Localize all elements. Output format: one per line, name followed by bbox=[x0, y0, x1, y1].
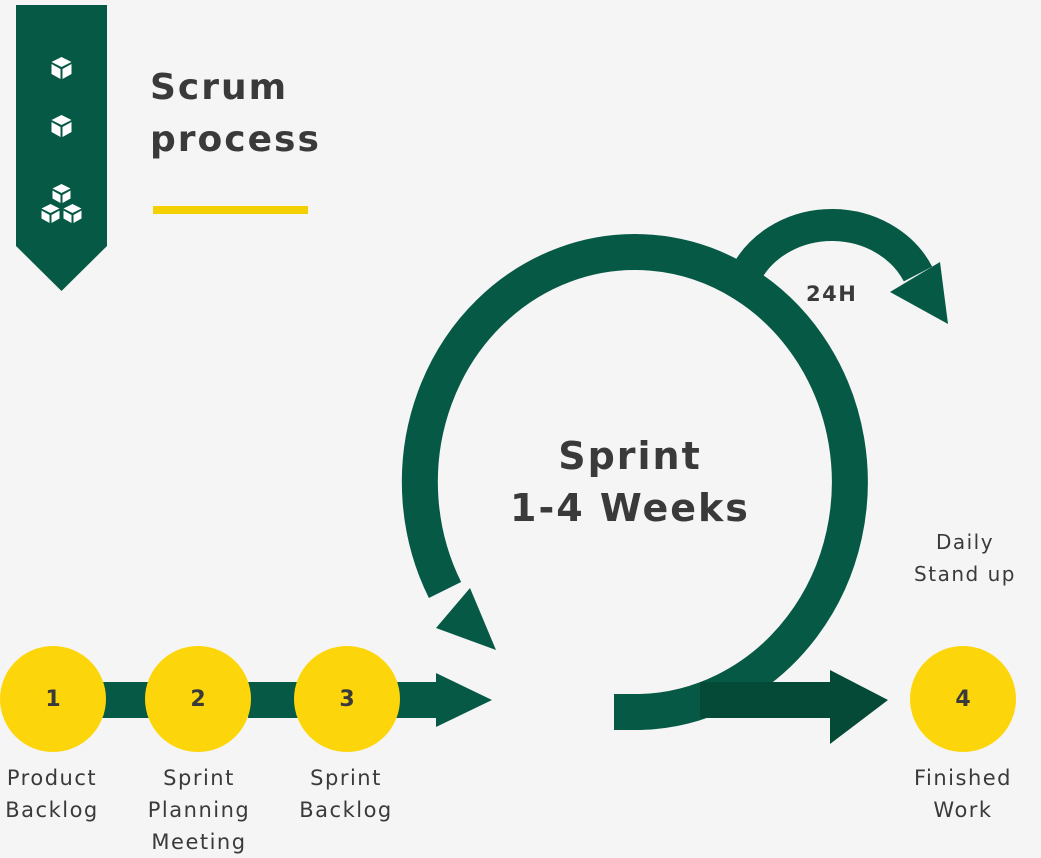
title-text: Scrum process bbox=[150, 67, 321, 160]
cubes-stack-icon bbox=[41, 184, 82, 223]
sprint-line-1: Sprint bbox=[558, 434, 702, 478]
step-label-2: Sprint Planning Meeting bbox=[147, 766, 251, 854]
arrow-into-sprint bbox=[436, 673, 492, 727]
daily-loop bbox=[733, 209, 933, 282]
step-number: 2 bbox=[190, 686, 206, 712]
sprint-loop-arrowhead bbox=[436, 588, 496, 650]
sprint-label: Sprint 1-4 Weeks bbox=[470, 430, 790, 534]
icon-banner bbox=[16, 5, 107, 291]
cube-icon bbox=[51, 115, 72, 137]
connector-3-sprint bbox=[395, 682, 443, 718]
daily-cycle-label: 24H bbox=[806, 282, 858, 306]
arrow-into-finished bbox=[830, 670, 888, 744]
step-number: 1 bbox=[45, 686, 61, 712]
step-node-2: 2 bbox=[145, 646, 251, 752]
connector-sprint-finished bbox=[700, 682, 840, 718]
cube-icon bbox=[51, 57, 72, 79]
sprint-line-2: 1-4 Weeks bbox=[510, 486, 750, 530]
sprint-loop bbox=[401, 234, 868, 730]
step-label-4: Finished Work bbox=[913, 766, 1013, 822]
step-number: 3 bbox=[339, 686, 355, 712]
step-number: 4 bbox=[955, 686, 971, 712]
step-node-1: 1 bbox=[0, 646, 106, 752]
page-title: Scrum process bbox=[150, 62, 321, 166]
step-node-4: 4 bbox=[910, 646, 1016, 752]
daily-standup-label: Daily Stand up bbox=[914, 530, 1016, 586]
step-label-1: Product Backlog bbox=[5, 766, 99, 822]
daily-loop-arrowhead bbox=[890, 262, 948, 324]
title-underline bbox=[153, 206, 308, 214]
step-label-3: Sprint Backlog bbox=[299, 766, 393, 822]
step-node-3: 3 bbox=[294, 646, 400, 752]
